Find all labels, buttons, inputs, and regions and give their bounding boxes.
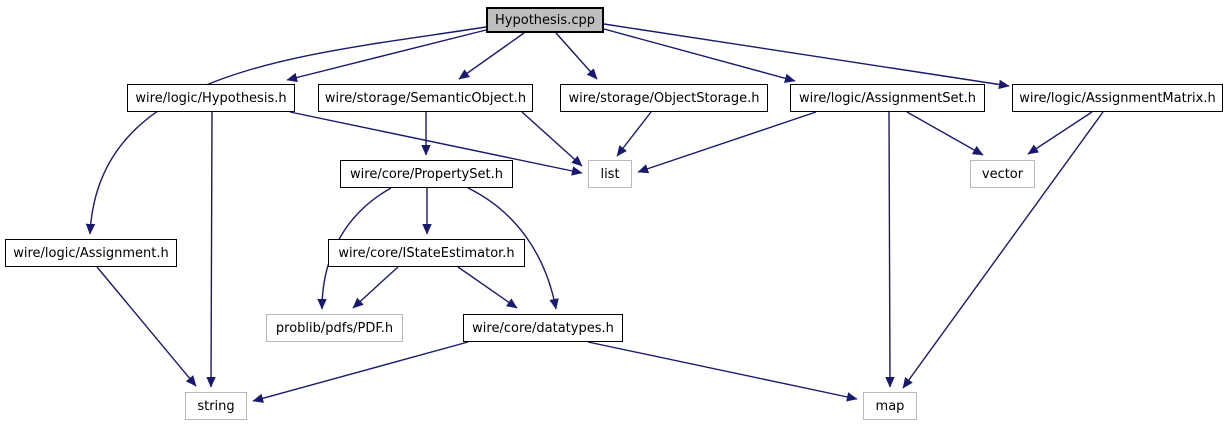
graph-edges xyxy=(85,23,1104,403)
node-hypothesis-cpp[interactable]: Hypothesis.cpp xyxy=(486,7,604,33)
node-map: map xyxy=(863,392,917,420)
node-propertyset-h[interactable]: wire/core/PropertySet.h xyxy=(340,160,513,188)
node-pdf-h: problib/pdfs/PDF.h xyxy=(266,314,403,342)
node-istateestimator-h[interactable]: wire/core/IStateEstimator.h xyxy=(328,239,525,267)
edge-hypothesis-cpp-to-semanticobject-h xyxy=(458,32,525,80)
node-assignmentmatrix-h[interactable]: wire/logic/AssignmentMatrix.h xyxy=(1012,84,1223,112)
edge-istateestimator-h-to-pdf-h xyxy=(352,266,399,309)
node-hypothesis-h[interactable]: wire/logic/Hypothesis.h xyxy=(127,84,295,112)
node-string: string xyxy=(185,392,247,420)
edge-assignmentmatrix-h-to-vector xyxy=(1027,111,1093,155)
edge-datatypes-h-to-map xyxy=(587,341,858,402)
edge-assignmentmatrix-h-to-map xyxy=(902,111,1104,389)
node-assignment-h[interactable]: wire/logic/Assignment.h xyxy=(5,239,177,267)
node-semanticobject-h[interactable]: wire/storage/SemanticObject.h xyxy=(318,84,533,112)
edge-hypothesis-cpp-to-objectstorage-h xyxy=(555,32,598,80)
edge-hypothesis-cpp-to-assignmentset-h xyxy=(603,28,796,83)
node-datatypes-h[interactable]: wire/core/datatypes.h xyxy=(463,314,623,342)
edge-assignmentset-h-to-map xyxy=(885,111,895,388)
node-objectstorage-h[interactable]: wire/storage/ObjectStorage.h xyxy=(560,84,768,112)
node-list: list xyxy=(588,160,632,188)
edge-hypothesis-cpp-to-hypothesis-h xyxy=(286,29,487,83)
edge-assignment-h-to-string xyxy=(96,266,197,387)
node-vector: vector xyxy=(970,160,1035,188)
node-assignmentset-h[interactable]: wire/logic/AssignmentSet.h xyxy=(790,84,985,112)
edge-hypothesis-cpp-to-assignment-h xyxy=(85,26,487,235)
edge-istateestimator-h-to-datatypes-h xyxy=(457,266,518,309)
edge-datatypes-h-to-string xyxy=(252,341,469,403)
edge-hypothesis-cpp-to-assignmentmatrix-h xyxy=(603,23,1010,90)
edge-propertyset-h-to-datatypes-h xyxy=(467,187,559,310)
edge-propertyset-h-to-pdf-h xyxy=(317,187,392,310)
edge-semanticobject-h-to-list xyxy=(521,111,583,167)
edge-assignmentset-h-to-list xyxy=(637,111,817,174)
edge-assignmentset-h-to-vector xyxy=(906,111,984,156)
edge-hypothesis-h-to-string xyxy=(206,111,216,388)
edge-objectstorage-h-to-list xyxy=(616,111,652,157)
edge-hypothesis-h-to-list xyxy=(289,111,583,176)
